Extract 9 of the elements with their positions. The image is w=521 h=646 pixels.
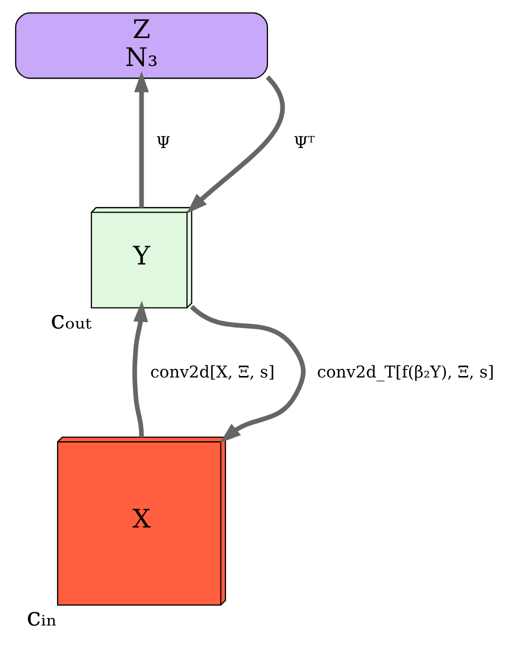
edge-label: Ψ	[156, 132, 170, 152]
node-box: Z N₃	[14, 12, 268, 79]
edge-label: conv2d_T[f(β₂Y), Ξ, s]	[316, 362, 494, 382]
node-label: cᵢₙ	[26, 602, 57, 633]
edge-label: Ψᵀ	[293, 132, 314, 152]
node-label: cₒᵤₜ	[50, 305, 91, 336]
edge-label: conv2d[X, Ξ, s]	[150, 362, 274, 382]
arrow	[132, 300, 148, 438]
arrow	[134, 71, 148, 208]
